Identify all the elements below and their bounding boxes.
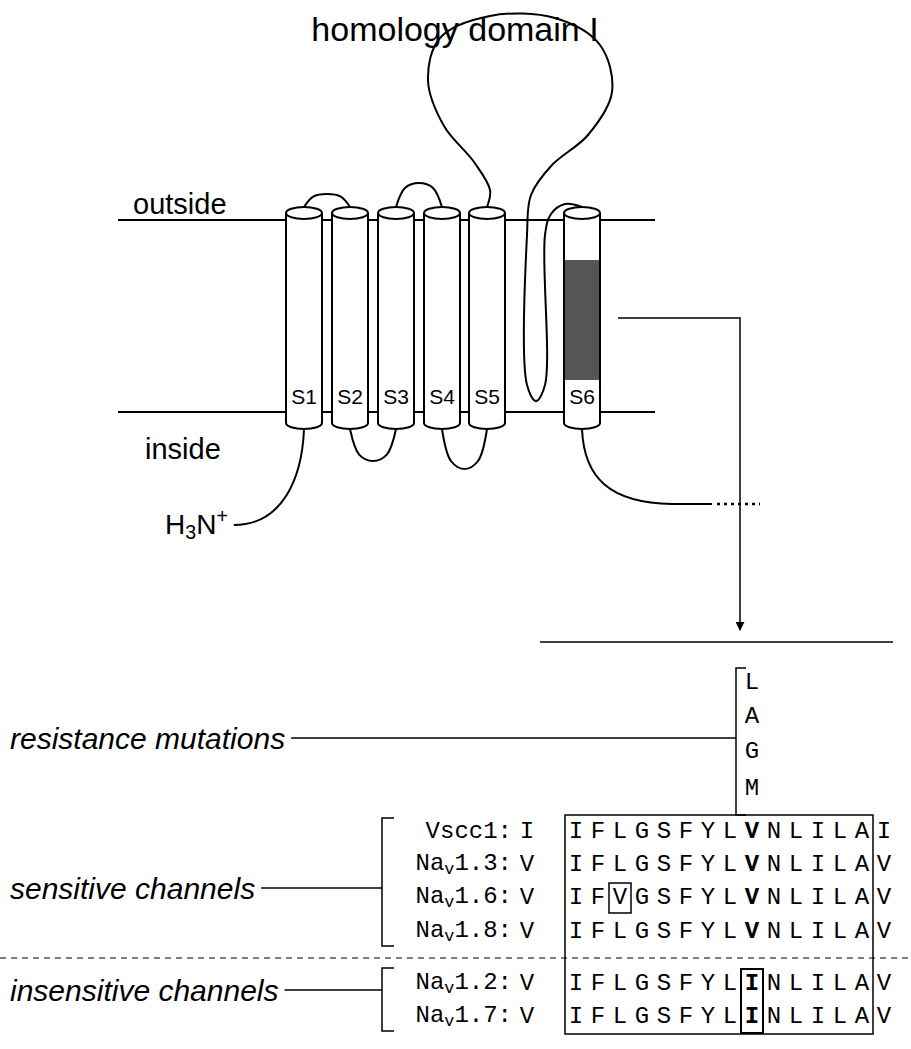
channel-name: Nav1.3: — [415, 851, 512, 880]
zoom-arrow — [618, 318, 740, 630]
mutation-residue: G — [745, 739, 759, 765]
group-divider — [0, 957, 911, 958]
mutation-residue: A — [745, 704, 759, 730]
sequence: VIFLGSFYLINLILAV — [516, 1004, 895, 1030]
helix-label: S3 — [383, 386, 409, 407]
sequence: VIFLGSFYLINLILAV — [516, 971, 895, 997]
helix-cylinder: S1 — [286, 207, 322, 429]
mutation-bracket — [736, 668, 746, 815]
helix-cylinder: S5 — [469, 207, 505, 429]
helix-label: S4 — [429, 386, 455, 407]
insensitive-residue-box — [741, 969, 763, 1033]
membrane-side-label: outside — [133, 189, 227, 221]
helix-fill — [564, 207, 600, 429]
variant-residue-box — [609, 883, 631, 913]
helix-fill — [332, 207, 368, 429]
helix-cylinder: S4 — [424, 207, 460, 429]
helix-cap — [469, 213, 505, 219]
diagram-title: homology domain I — [311, 11, 598, 48]
sequence: VIFLGSFYLVNLILAV — [516, 919, 895, 945]
helix-fill — [469, 207, 505, 429]
helix-cylinder: S2 — [332, 207, 368, 429]
channel-name: Nav1.2: — [415, 970, 512, 999]
helix-cap — [424, 213, 460, 219]
group-label: insensitive channels — [10, 974, 279, 1007]
mutation-residue: L — [745, 670, 759, 696]
helix-border — [286, 207, 322, 429]
helix-border — [424, 207, 460, 429]
helix-border — [564, 207, 600, 429]
sequence: VIFVGSFYLVNLILAV — [516, 885, 895, 911]
continuation-dots — [717, 503, 760, 506]
channel-name: Nav1.8: — [415, 918, 512, 947]
helix-fill — [286, 207, 322, 429]
leader-line — [291, 737, 736, 739]
helix-label: S6 — [569, 386, 595, 407]
conserved-region-box — [565, 815, 873, 1034]
n-terminal-tail — [234, 429, 304, 525]
terminus-label: H3N+ — [165, 506, 228, 543]
helix-label: S2 — [337, 386, 363, 407]
helix-border — [378, 207, 414, 429]
highlighted-segment — [565, 260, 599, 380]
connecting-loop — [350, 429, 396, 461]
helix-cap — [564, 213, 600, 219]
helix-cylinder: S6 — [564, 207, 600, 429]
leader-line — [285, 989, 383, 991]
connecting-loop — [304, 194, 350, 207]
connecting-loop — [442, 429, 487, 469]
helix-cap — [378, 213, 414, 219]
sensitive-bracket — [382, 818, 394, 946]
helix-label: S1 — [291, 386, 317, 407]
connecting-loop — [396, 183, 442, 207]
c-terminal-tail — [582, 429, 712, 504]
helix-border — [332, 207, 368, 429]
channel-name: Nav1.7: — [415, 1003, 512, 1032]
separator-line — [540, 641, 893, 643]
channel-name: Nav1.6: — [415, 884, 512, 913]
sequence: IIFLGSFYLVNLILAI — [516, 819, 895, 845]
helix-label: S5 — [474, 386, 500, 407]
helix-cap — [286, 213, 322, 219]
helix-border — [469, 207, 505, 429]
helix-fill — [378, 207, 414, 429]
leader-line — [261, 887, 382, 889]
helix-cylinder: S3 — [378, 207, 414, 429]
group-label: resistance mutations — [10, 722, 285, 755]
membrane-side-label: inside — [145, 434, 221, 466]
sequence: VIFLGSFYLVNLILAV — [516, 852, 895, 878]
insensitive-bracket — [382, 968, 394, 1031]
helix-fill — [424, 207, 460, 429]
group-label: sensitive channels — [10, 872, 255, 905]
mutation-residue: M — [745, 776, 759, 802]
helix-cap — [332, 213, 368, 219]
channel-name: Vscc1: — [426, 819, 512, 845]
